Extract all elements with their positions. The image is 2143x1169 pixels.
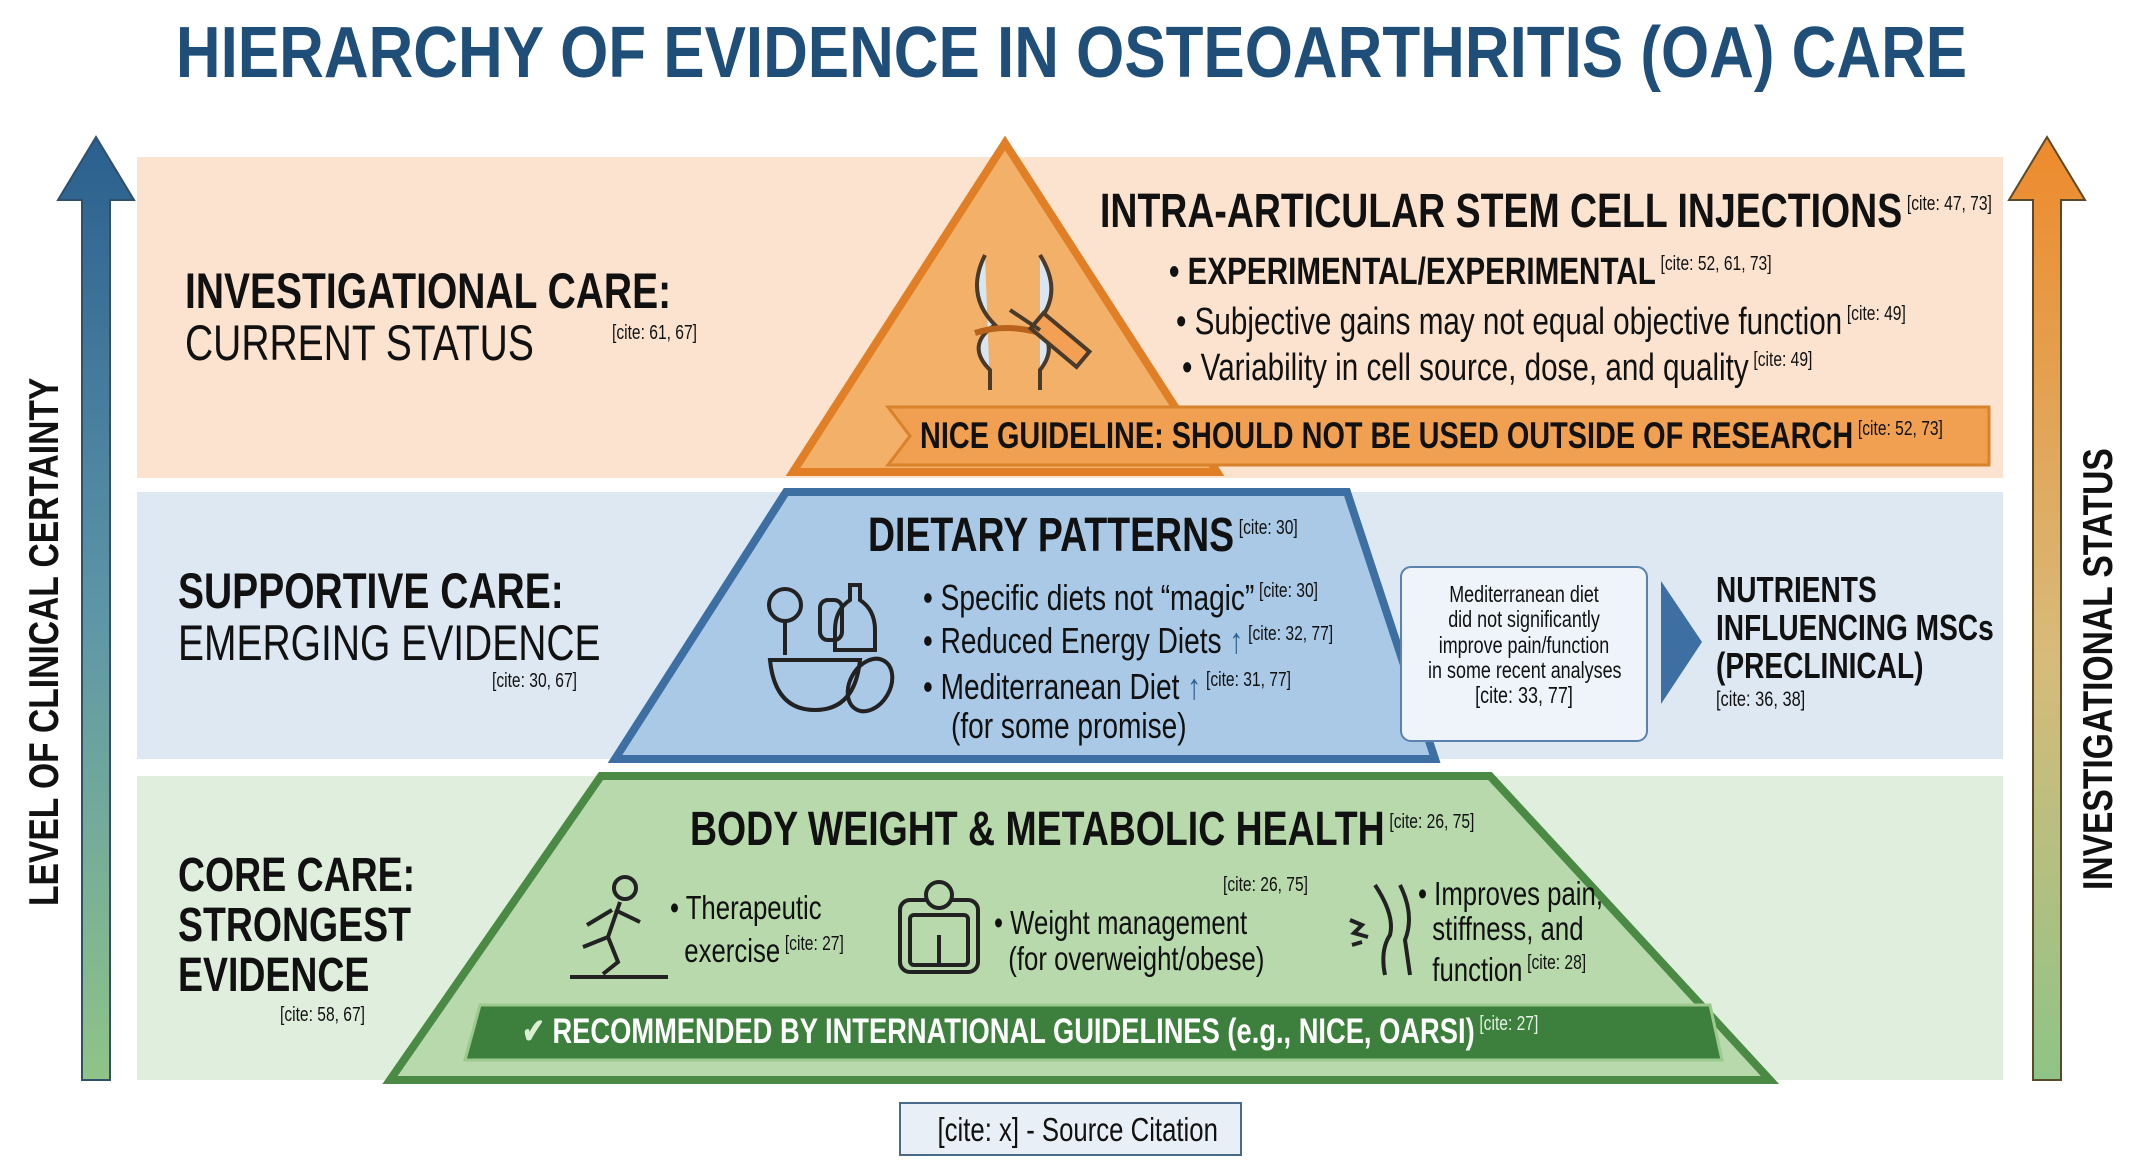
nice-guideline-banner: NICE GUIDELINE: SHOULD NOT BE USED OUTSI… [920, 415, 1943, 457]
callout-line: improve pain/function [1438, 631, 1610, 658]
callout-line: in some recent analyses [1428, 656, 1622, 683]
diet-bullet: • Mediterranean Diet ↑[cite: 31, 77] [923, 666, 1291, 707]
citation: [cite: 27] [784, 933, 844, 955]
diet-bullet: • Specific diets not “magic”[cite: 30] [923, 577, 1318, 618]
nutrients-line: NUTRIENTS [1716, 569, 1877, 610]
pyramid-top [785, 135, 1225, 476]
bullet-text: Mediterranean Diet [940, 666, 1180, 707]
core-label: STRONGEST [178, 899, 411, 952]
body-weight-title-text: BODY WEIGHT & METABOLIC HEALTH [690, 803, 1385, 856]
citation: [cite: 30, 67] [492, 670, 577, 692]
right-axis-label: INVESTIGATIONAL STATUS [2074, 448, 2121, 890]
citation: [cite: 52, 61, 73] [1660, 253, 1772, 276]
left-axis-label: LEVEL OF CLINICAL CERTAINTY [20, 377, 67, 906]
bullet-text: Subjective gains may not equal objective… [1194, 301, 1843, 343]
up-arrow-icon: ↑ [1229, 620, 1244, 661]
banner-text: NICE GUIDELINE: SHOULD NOT BE USED OUTSI… [920, 415, 1854, 456]
nutrients-line: INFLUENCING MSCs [1716, 607, 1994, 648]
stem-cell-title: INTRA-ARTICULAR STEM CELL INJECTIONS[cit… [1100, 185, 1992, 239]
citation: [cite: 58, 67] [280, 1004, 365, 1026]
citation: [cite: 27] [1479, 1013, 1539, 1036]
running-person-icon [570, 875, 668, 979]
dietary-title: DIETARY PATTERNS[cite: 30] [868, 509, 1298, 563]
item-line: Weight management [1010, 904, 1248, 941]
citation: [cite: 49] [1753, 349, 1813, 372]
left-arrow [56, 135, 136, 1081]
nice-banner-shape [884, 405, 1991, 467]
citation: [cite: 32, 77] [1248, 623, 1334, 645]
diet-bullet: • Reduced Energy Diets ↑[cite: 32, 77] [923, 620, 1334, 661]
dietary-title-text: DIETARY PATTERNS [868, 509, 1235, 562]
citation: [cite: 30] [1258, 580, 1318, 602]
stem-cell-bullet: • EXPERIMENTAL/EXPERIMENTAL[cite: 52, 61… [1169, 251, 1772, 293]
pyramid-middle [607, 488, 1441, 763]
knee-pain-icon [1349, 883, 1412, 976]
item-line: Improves pain, [1434, 875, 1603, 912]
guidelines-banner-shape [463, 1003, 1724, 1062]
citation: [cite: 47, 73] [1906, 193, 1992, 215]
citation: [cite: 26, 75] [1389, 811, 1475, 833]
citation: [cite: 36, 38] [1716, 688, 1806, 711]
supportive-label: SUPPORTIVE CARE: [178, 563, 564, 619]
page-title: HIERARCHY OF EVIDENCE IN OSTEOARTHRITIS … [175, 13, 1968, 93]
right-arrow [2007, 135, 2087, 1081]
citation: [cite: 61, 67] [612, 322, 697, 344]
item-line: exercise [684, 932, 781, 969]
investigational-label: INVESTIGATIONAL CARE: [185, 263, 672, 319]
callout-line: did not significantly [1448, 606, 1600, 633]
core-item-therapeutic-exercise: • Therapeutic exercise[cite: 27] [670, 889, 844, 969]
diet-bullet-sub: (for some promise) [951, 705, 1187, 746]
guidelines-banner: ✔ RECOMMENDED BY INTERNATIONAL GUIDELINE… [522, 1012, 1539, 1052]
item-line: function [1432, 951, 1523, 988]
supportive-status: EMERGING EVIDENCE [178, 615, 601, 671]
item-line: Therapeutic [685, 889, 822, 926]
core-label: EVIDENCE [178, 949, 370, 1002]
core-item-weight-management: • Weight management (for overweight/obes… [994, 904, 1265, 977]
citation: [cite: 30] [1238, 517, 1298, 539]
investigational-status: CURRENT STATUS [185, 315, 534, 371]
citation: [cite: 26, 75] [1223, 874, 1308, 896]
legend-box [899, 1102, 1242, 1156]
citation: [cite: 52, 73] [1857, 417, 1943, 440]
bullet-text: EXPERIMENTAL/EXPERIMENTAL [1187, 251, 1656, 293]
callout-box [1400, 566, 1648, 742]
bullet-text: Variability in cell source, dose, and qu… [1200, 347, 1749, 389]
chevron-arrow-icon [1661, 581, 1702, 704]
healthy-food-icon [767, 583, 895, 714]
citation-legend: [cite: x] - Source Citation [937, 1111, 1218, 1148]
bullet-text: Reduced Energy Diets [940, 620, 1222, 661]
stem-cell-bullet: • Subjective gains may not equal objecti… [1176, 301, 1906, 343]
stem-cell-bullet: • Variability in cell source, dose, and … [1182, 347, 1813, 389]
citation: [cite: 31, 77] [1205, 669, 1291, 691]
citation: [cite: 28] [1527, 952, 1587, 974]
core-label: CORE CARE: [178, 849, 416, 902]
body-weight-title: BODY WEIGHT & METABOLIC HEALTH[cite: 26,… [690, 803, 1475, 857]
weighing-scale-icon [898, 880, 980, 974]
citation: [cite: 49] [1846, 303, 1906, 326]
banner-text: RECOMMENDED BY INTERNATIONAL GUIDELINES … [552, 1012, 1475, 1051]
nutrients-line: (PRECLINICAL) [1716, 645, 1924, 686]
knee-injection-icon [974, 253, 1093, 390]
checkmark-icon: ✔ [522, 1012, 553, 1051]
bullet-text: Specific diets not “magic” [940, 577, 1255, 618]
callout-text: Mediterranean diet did not significantly… [1401, 581, 1647, 709]
stem-cell-title-text: INTRA-ARTICULAR STEM CELL INJECTIONS [1100, 185, 1903, 238]
callout-line: [cite: 33, 77] [1475, 682, 1573, 709]
item-line: stiffness, and [1432, 910, 1584, 947]
item-line: (for overweight/obese) [1008, 940, 1265, 977]
up-arrow-icon: ↑ [1187, 666, 1202, 707]
callout-line: Mediterranean diet [1449, 581, 1599, 607]
core-item-improves-function: • Improves pain, stiffness, and function… [1418, 875, 1603, 988]
